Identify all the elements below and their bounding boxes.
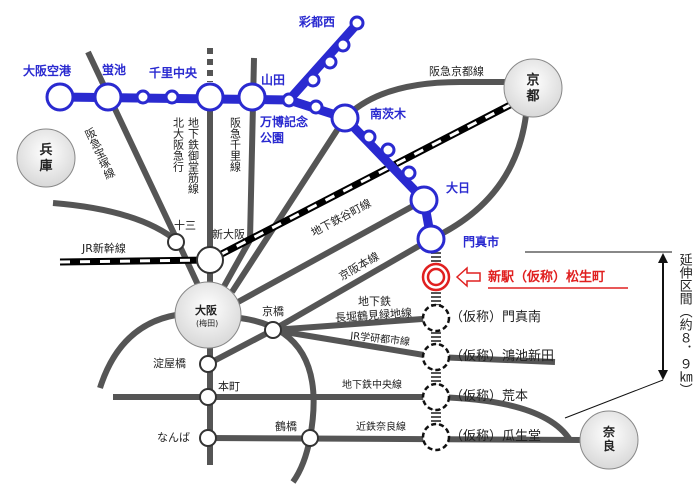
hyogo-line bbox=[52, 200, 180, 245]
station-hotarugaike: 蛍池 bbox=[102, 63, 127, 77]
osaka-label: 大阪 bbox=[195, 304, 217, 317]
kyoto-kadoma-curve bbox=[429, 114, 529, 242]
label-chuo: 地下鉄中央線 bbox=[342, 380, 402, 391]
hyogo-region bbox=[16, 128, 76, 188]
kintetsu-line bbox=[207, 435, 583, 443]
station-namba: なんば bbox=[157, 431, 190, 444]
label-gakken: JR学研都市線 bbox=[349, 330, 411, 349]
extension-bracket bbox=[525, 251, 672, 419]
label-tanimachi: 地下鉄谷町線 bbox=[308, 196, 374, 240]
kyoto-label: 京都 bbox=[526, 73, 540, 104]
monorail-stations bbox=[45, 15, 446, 254]
keihan-line bbox=[271, 236, 433, 333]
hyogo-label: 兵庫 bbox=[39, 143, 53, 174]
label-midosuji: 地下鉄御堂筋線 bbox=[186, 117, 200, 194]
label-shinkansen: JR新幹線 bbox=[82, 242, 126, 255]
label-hankyu-takarazuka: 阪急宝塚線 bbox=[81, 125, 118, 182]
yodoyabashi-kyobashi bbox=[206, 327, 275, 367]
station-yodoyabashi: 淀屋橋 bbox=[153, 357, 186, 370]
kyoto-region bbox=[503, 58, 563, 118]
station-yamada: 山田 bbox=[261, 73, 286, 87]
label-hankyu-kyoto: 阪急京都線 bbox=[429, 65, 484, 78]
station-saito-nishi: 彩都西 bbox=[299, 15, 336, 29]
planned-station-kadoma-minami: （仮称）門真南 bbox=[450, 310, 542, 325]
label-kitaosaka: 北大阪急行 bbox=[171, 117, 185, 172]
arrow-left-icon bbox=[455, 266, 481, 288]
label-hankyu-senri: 阪急千里線 bbox=[228, 117, 242, 172]
station-minami-ibaraki: 南茨木 bbox=[370, 107, 407, 121]
planned-station-aramoto: （仮称）荒本 bbox=[450, 389, 529, 404]
planned-station-uryudo: （仮称）瓜生堂 bbox=[450, 429, 542, 444]
osaka-hub bbox=[174, 281, 242, 349]
extension-label: 延伸区間（約８．９㎞） bbox=[676, 253, 692, 396]
station-dainichi: 大日 bbox=[446, 181, 471, 195]
label-nagahori-2: 長堀鶴見緑地線 bbox=[334, 306, 413, 325]
planned-station-konoike-shinden: （仮称）鴻池新田 bbox=[450, 349, 555, 364]
stations bbox=[167, 233, 319, 447]
station-senri-chuo: 千里中央 bbox=[149, 66, 198, 80]
nara-label: 奈良 bbox=[602, 425, 615, 454]
new-station-label: 新駅（仮称）松生町 bbox=[488, 270, 606, 285]
station-kyobashi: 京橋 bbox=[262, 305, 284, 318]
station-osaka-airport: 大阪空港 bbox=[23, 64, 72, 78]
station-banpaku-1: 万博記念 bbox=[260, 115, 309, 129]
station-tsuruhashi: 鶴橋 bbox=[275, 420, 297, 433]
station-banpaku-2: 公園 bbox=[260, 131, 285, 145]
label-keihan: 京阪本線 bbox=[336, 249, 382, 284]
station-shin-osaka: 新大阪 bbox=[212, 228, 245, 241]
nagahori-line bbox=[272, 315, 437, 333]
label-kintetsu: 近鉄奈良線 bbox=[356, 422, 406, 433]
planned-stations bbox=[421, 303, 451, 452]
nara-region bbox=[579, 410, 639, 470]
osaka-sub-label: (梅田) bbox=[196, 319, 219, 328]
tanimachi-line bbox=[236, 197, 426, 305]
station-kadoma-shi: 門真市 bbox=[463, 235, 500, 249]
station-honmachi: 本町 bbox=[218, 380, 240, 393]
station-juso: 十三 bbox=[174, 219, 196, 232]
label-nagahori-1: 地下鉄 bbox=[358, 295, 391, 308]
